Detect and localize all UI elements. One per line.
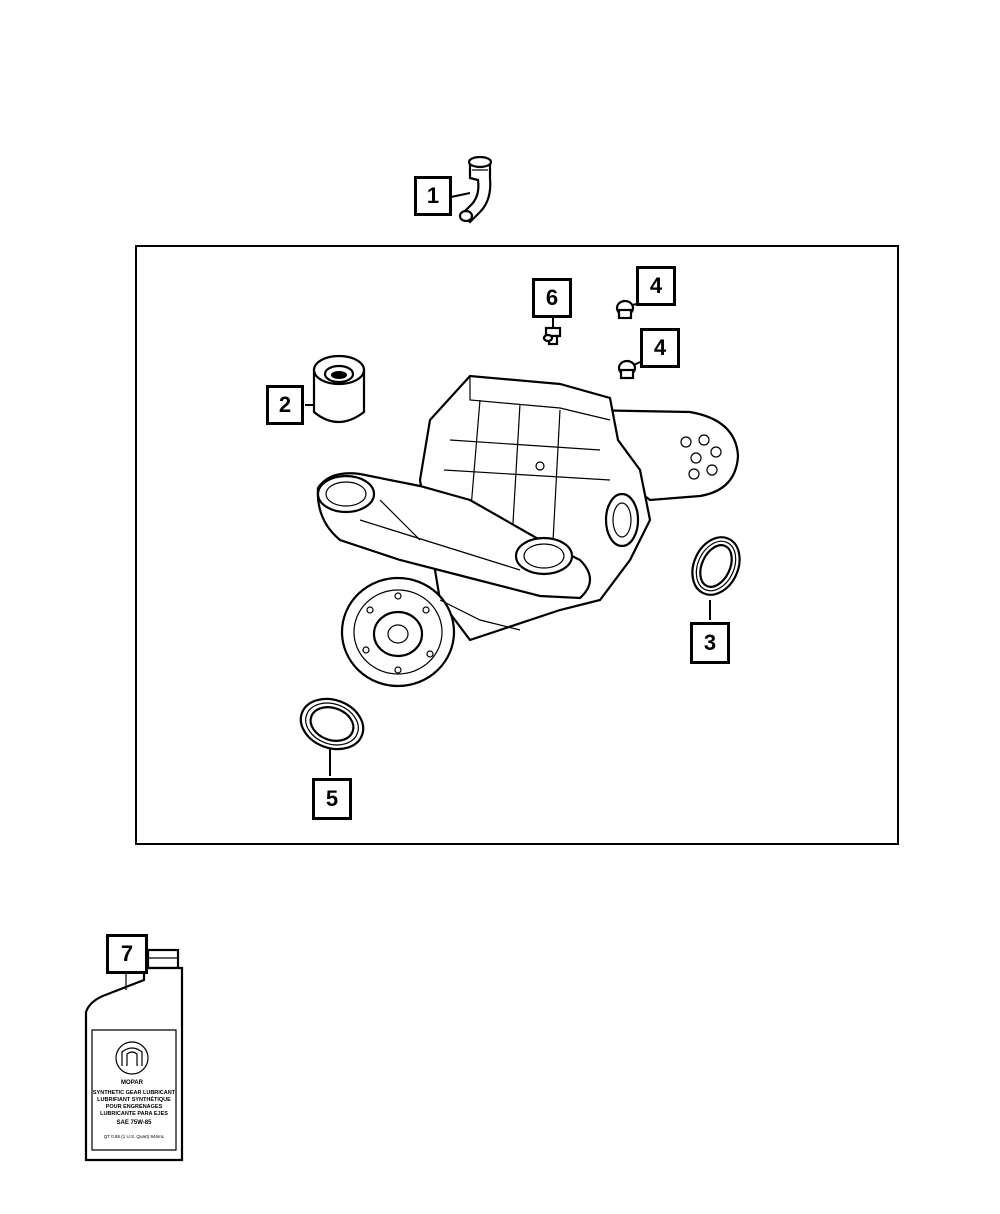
bottle-label-line2: LUBRIFIANT SYNTHÉTIQUE xyxy=(97,1095,171,1103)
callout-4-upper: 4 xyxy=(636,266,676,306)
callout-6: 6 xyxy=(532,278,572,318)
callout-4-lower: 4 xyxy=(640,328,680,368)
fluid-bottle-part xyxy=(84,948,184,1162)
assembly-frame xyxy=(135,245,899,845)
seal-left-part xyxy=(299,697,365,776)
callout-7: 7 xyxy=(106,934,148,974)
bottle-label-line1: SYNTHETIC GEAR LUBRICANT xyxy=(93,1090,176,1096)
vent-tube-part xyxy=(450,155,493,224)
sensor-plug-part xyxy=(542,318,562,346)
bottle-label-line3: POUR ENGRENAGES xyxy=(106,1104,163,1110)
callout-1: 1 xyxy=(414,176,452,216)
differential-housing xyxy=(316,374,740,688)
bushing-part xyxy=(305,354,366,424)
bottle-label-line4: LUBRICANTE PARA EJES xyxy=(100,1111,168,1117)
bottle-volume-text: QT 0.95 (1 U.S. Quart) 946mL xyxy=(104,1134,165,1139)
callout-2: 2 xyxy=(266,385,304,425)
seal-right-part xyxy=(691,536,741,620)
callout-3: 3 xyxy=(690,622,730,664)
plug-upper-part xyxy=(615,299,637,320)
bottle-brand-text: MOPAR xyxy=(121,1080,144,1086)
plug-lower-part xyxy=(617,359,641,380)
callout-5: 5 xyxy=(312,778,352,820)
bottle-grade-text: SAE 75W-85 xyxy=(117,1120,153,1126)
